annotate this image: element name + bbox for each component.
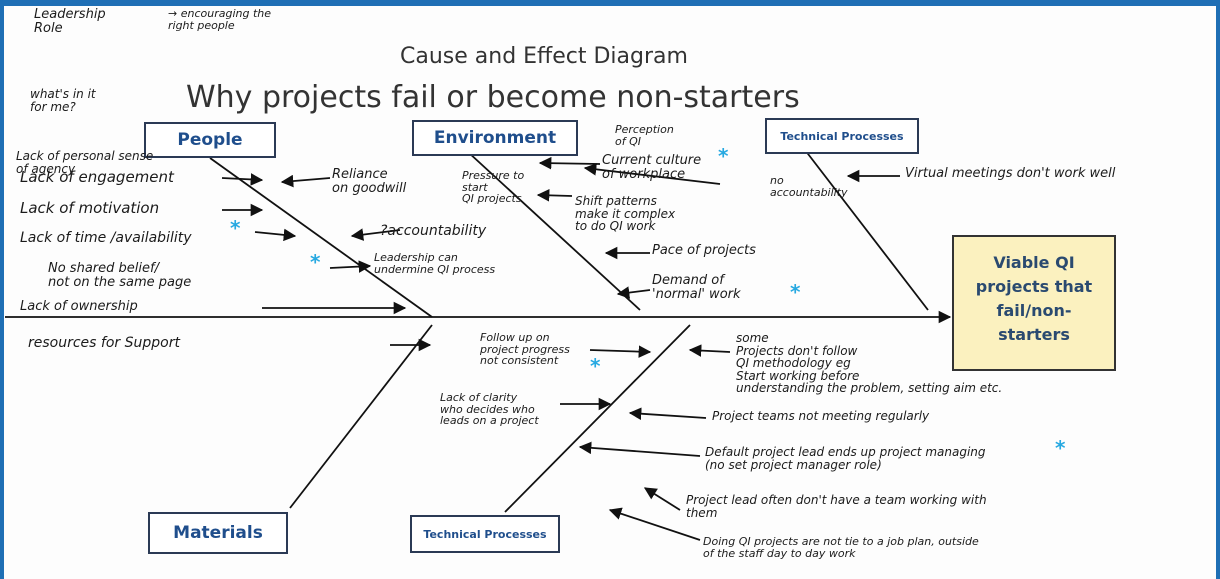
cause-engagement: Lack of engagement bbox=[20, 168, 174, 186]
cause-follow-up: Follow up on project progress not consis… bbox=[480, 331, 570, 368]
cause-resources: resources for Support bbox=[28, 335, 180, 351]
category-technical-processes: Technical Processes bbox=[765, 118, 919, 154]
cause-ownership: Lack of ownership bbox=[20, 299, 138, 314]
cause-goodwill: Reliance on goodwill bbox=[332, 167, 407, 196]
cause-perception: Perception of QI bbox=[615, 123, 674, 148]
cause-methodology: some Projects don't follow QI methodolog… bbox=[736, 331, 1003, 396]
category-materials: Materials bbox=[148, 512, 288, 554]
asterisk-marker: * bbox=[230, 216, 241, 240]
bone-environment bbox=[467, 151, 641, 311]
bone-materials bbox=[289, 324, 433, 509]
category-people: People bbox=[144, 122, 276, 158]
asterisk-marker: * bbox=[718, 144, 729, 168]
bone-technical-top bbox=[804, 149, 929, 311]
effect-box: Viable QI projects that fail/non- starte… bbox=[952, 235, 1116, 371]
category-technical-processes-bottom: Technical Processes bbox=[410, 515, 560, 553]
cause-virtual-meetings: Virtual meetings don't work well bbox=[905, 166, 1116, 181]
left-accent-bar bbox=[0, 0, 4, 579]
cause-time: Lack of time /availability bbox=[20, 230, 192, 246]
cause-pace: Pace of projects bbox=[652, 243, 756, 258]
cause-pressure: Pressure to start QI projects bbox=[462, 169, 525, 206]
bone-technical-bottom bbox=[504, 324, 691, 513]
cause-culture: Current culture of workplace bbox=[602, 153, 702, 182]
cause-job-plan: Doing QI projects are not tie to a job p… bbox=[703, 535, 979, 560]
asterisk-marker: * bbox=[590, 354, 601, 378]
right-accent-bar bbox=[1216, 0, 1220, 579]
cause-default-lead: Default project lead ends up project man… bbox=[705, 445, 986, 472]
note-encouraging: → encouraging the right people bbox=[168, 7, 272, 32]
diagram-subtitle: Why projects fail or become non-starters bbox=[186, 80, 800, 115]
diagram-title: Cause and Effect Diagram bbox=[400, 44, 688, 69]
asterisk-marker: * bbox=[1055, 436, 1066, 460]
cause-project-teams: Project teams not meeting regularly bbox=[712, 409, 930, 423]
cause-no-accountability: no accountability bbox=[770, 174, 848, 199]
cause-motivation: Lack of motivation bbox=[20, 199, 160, 217]
cause-team-working: Project lead often don't have a team wor… bbox=[686, 493, 987, 520]
asterisk-marker: * bbox=[790, 280, 801, 304]
cause-shared-belief: No shared belief/ not on the same page bbox=[48, 261, 192, 290]
note-whats-in-it: what's in it for me? bbox=[30, 87, 96, 114]
category-environment: Environment bbox=[412, 120, 578, 156]
asterisk-marker: * bbox=[310, 250, 321, 274]
cause-clarity: Lack of clarity who decides who leads on… bbox=[440, 391, 539, 428]
cause-shift: Shift patterns make it complex to do QI … bbox=[575, 194, 676, 234]
cause-leadership-undermine: Leadership can undermine QI process bbox=[374, 251, 496, 276]
top-accent-bar bbox=[0, 0, 1220, 6]
bone-people bbox=[209, 157, 433, 318]
cause-agency: Lack of personal sense of agency bbox=[16, 149, 154, 176]
cause-accountability: ?accountability bbox=[380, 223, 487, 239]
note-leadership-role: Leadership Role bbox=[34, 7, 106, 36]
cause-demand: Demand of 'normal' work bbox=[652, 273, 741, 302]
